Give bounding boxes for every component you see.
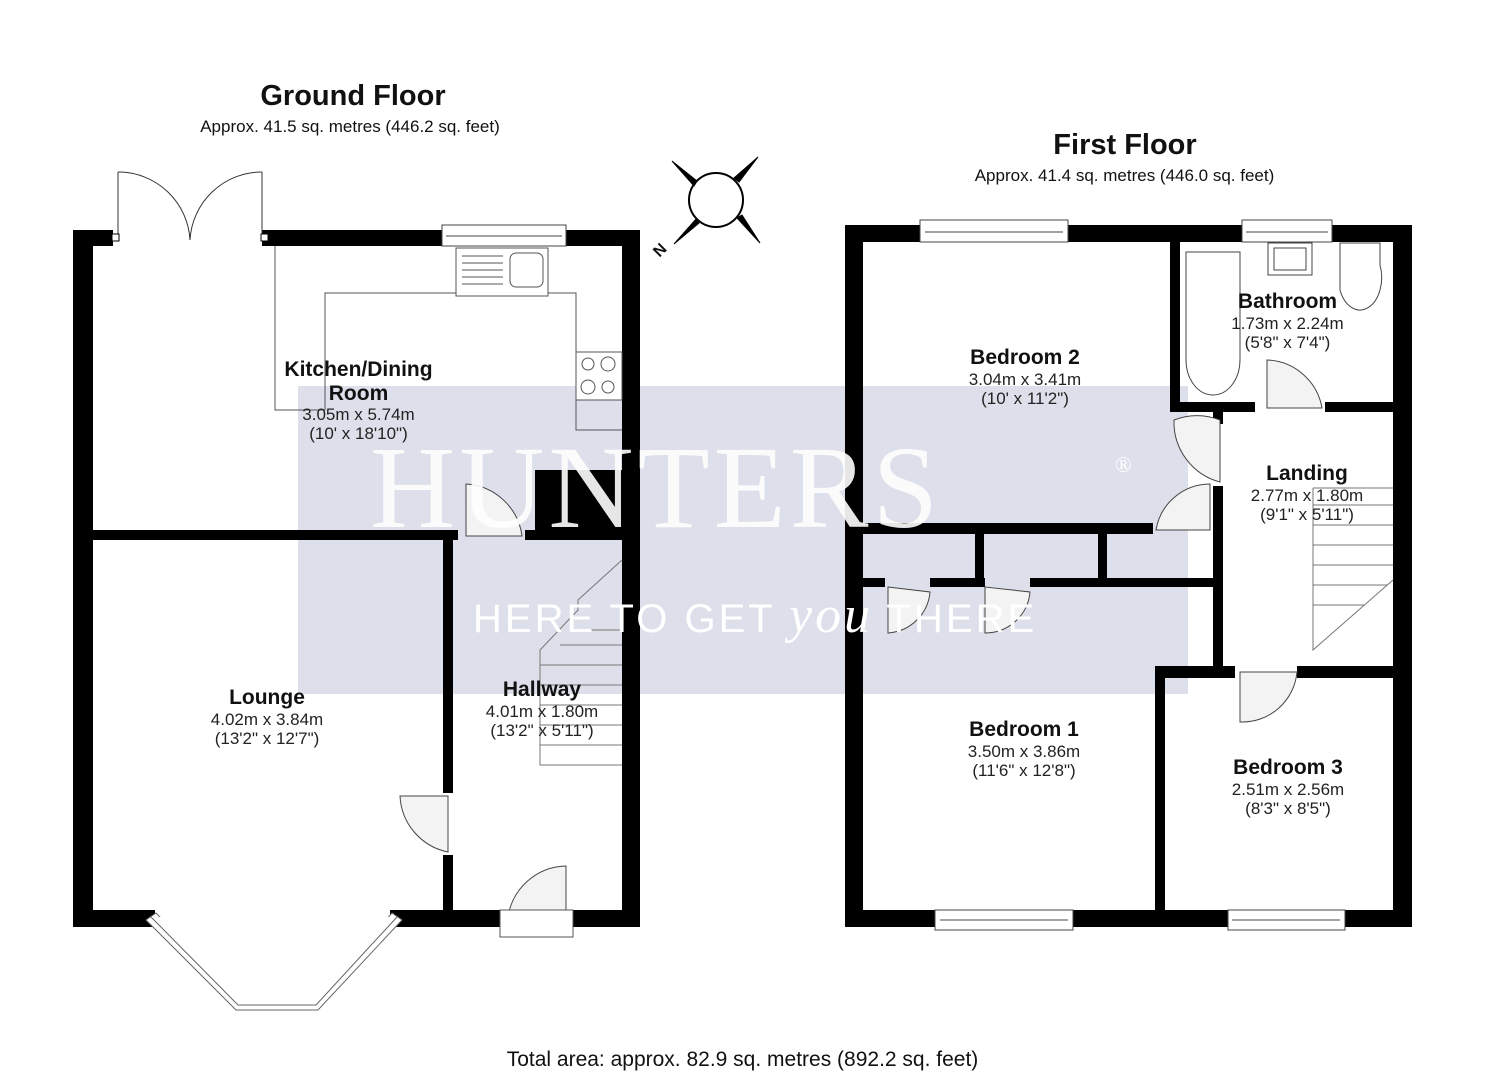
first-floor-walls [845,225,1412,927]
room-kitchen-dining: Kitchen/Dining Room 3.05m x 5.74m (10' x… [246,358,471,443]
ground-floor-area: Approx. 41.5 sq. metres (446.2 sq. feet) [200,117,500,136]
room-name: Bathroom [1237,290,1338,313]
room-dimensions-metric: 3.50m x 3.86m [967,741,1081,761]
tagline-part-a: HERE TO GET [473,597,775,641]
first-floor-area: Approx. 41.4 sq. metres (446.0 sq. feet) [974,166,1275,185]
room-dimensions-imperial: (9'1" x 5'11") [1260,504,1354,524]
tagline-part-b: you [789,587,874,644]
watermark-tagline: HERE TO GET you THERE [473,586,1037,645]
kitchen-window [441,224,567,247]
room-name: Landing [1266,462,1348,485]
room-dimensions-imperial: (11'6" x 12'8") [972,760,1076,780]
total-area: Total area: approx. 82.9 sq. metres (892… [506,1048,979,1071]
kitchen-door [465,483,523,537]
room-dimensions-metric: 2.77m x 1.80m [1250,485,1364,505]
first-floor-doors [887,359,1323,723]
tagline-part-c: THERE [886,597,1038,641]
room-dimensions-metric: 4.02m x 3.84m [210,709,324,729]
room-name: Bedroom 2 [970,346,1080,369]
room-dimensions-metric: 4.01m x 1.80m [485,701,599,721]
room-bathroom: Bathroom 1.73m x 2.24m (5'8" x 7'4") [1200,290,1375,352]
kitchen-worktop [274,246,623,431]
first-floor-title: First Floor [1053,129,1197,161]
room-name: Kitchen/Dining [284,358,433,381]
ground-floor-title: Ground Floor [260,80,446,112]
room-name: Bedroom 1 [969,718,1079,741]
room-dimensions-imperial: (8'3" x 8'5") [1245,798,1331,818]
room-dimensions-metric: 3.05m x 5.74m [302,405,415,425]
room-dimensions-metric: 2.51m x 2.56m [1231,779,1345,799]
landing-stairs [1312,487,1394,652]
bay-window [145,912,403,1011]
ground-floor-walls [73,230,640,927]
room-name: Bedroom 3 [1233,756,1343,779]
room-dimensions-metric: 3.04m x 3.41m [968,369,1082,389]
room-dimensions-imperial: (5'8" x 7'4") [1244,332,1331,352]
watermark-brand: HUNTERS [370,422,943,553]
french-doors [117,171,263,241]
room-name: Hallway [502,678,582,701]
room-lounge: Lounge 4.02m x 3.84m (13'2" x 12'7") [167,686,367,748]
room-bedroom-3: Bedroom 3 2.51m x 2.56m (8'3" x 8'5") [1188,756,1388,818]
room-dimensions-imperial: (13'2" x 5'11") [490,720,594,740]
room-name-line2: Room [328,381,389,405]
room-dimensions-imperial: (10' x 11'2") [981,388,1069,408]
front-door [507,865,567,918]
room-dimensions-imperial: (10' x 18'10") [309,424,408,444]
room-bedroom-2: Bedroom 2 3.04m x 3.41m (10' x 11'2") [925,346,1125,408]
bathroom-fittings [1185,242,1383,396]
room-landing: Landing 2.77m x 1.80m (9'1" x 5'11") [1222,462,1392,524]
room-hallway: Hallway 4.01m x 1.80m (13'2" x 5'11") [452,678,632,740]
room-dimensions-imperial: (13'2" x 12'7") [214,728,320,748]
lounge-door [399,795,449,853]
first-floor-windows [919,219,1346,931]
room-bedroom-1: Bedroom 1 3.50m x 3.86m (11'6" x 12'8") [924,718,1124,780]
watermark-registered: ® [1115,452,1132,477]
compass-icon [671,156,761,245]
room-name: Lounge [229,686,305,709]
hallway-stairs [539,559,623,766]
room-dimensions-metric: 1.73m x 2.24m [1231,313,1344,333]
